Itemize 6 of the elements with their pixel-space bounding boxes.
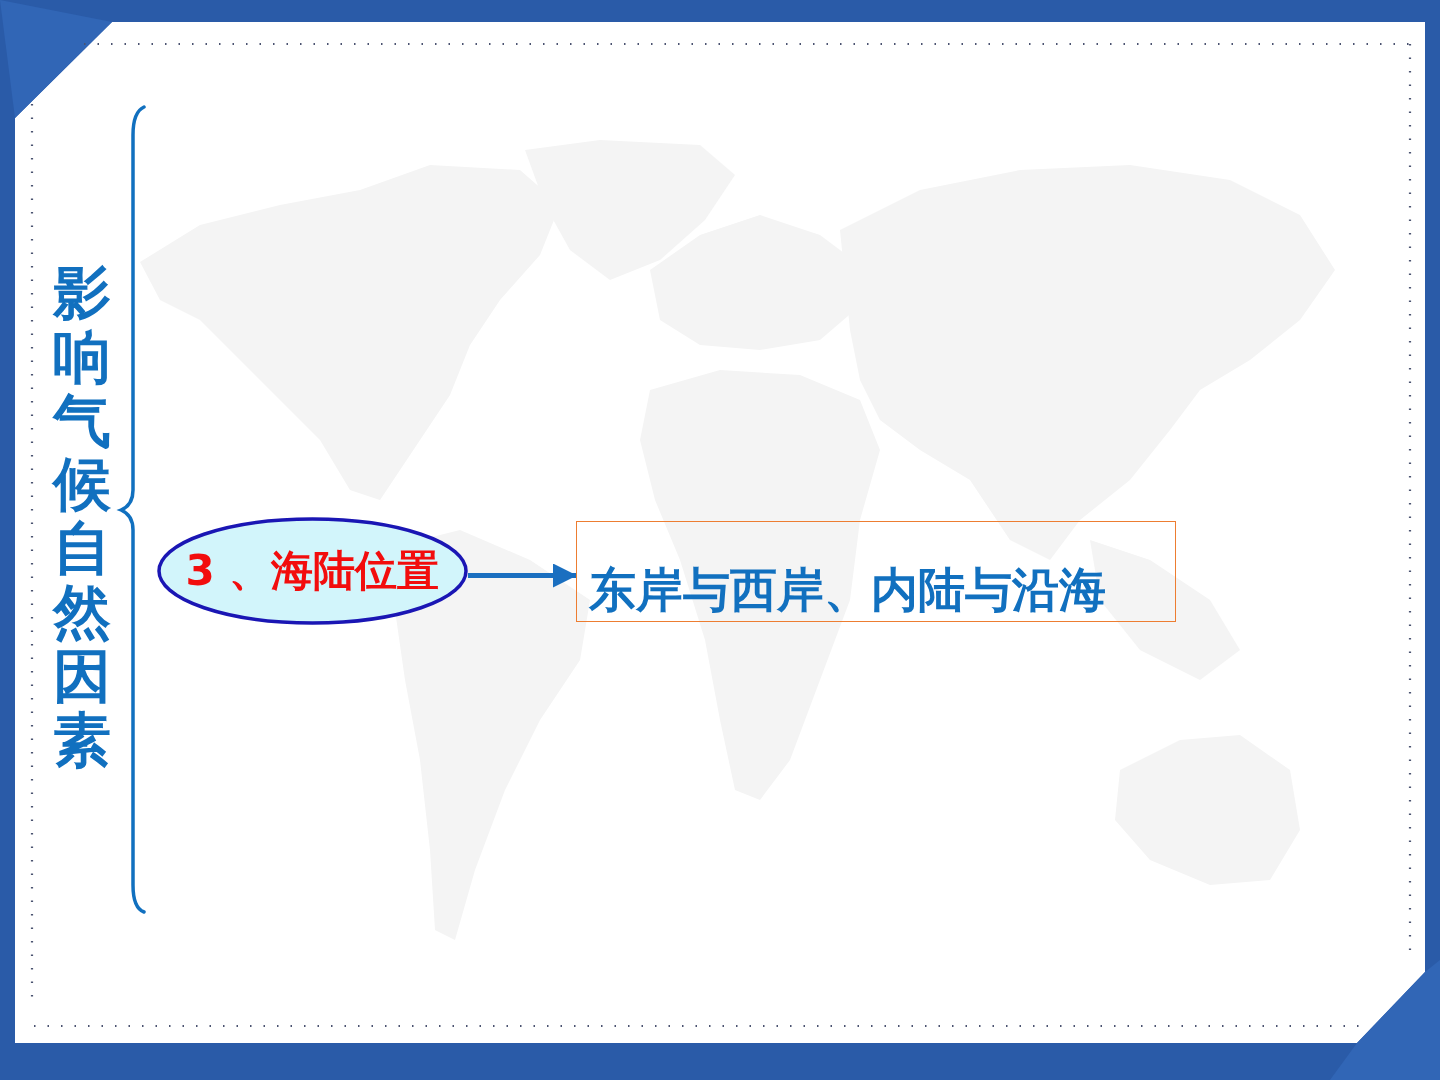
node-label: 3 、海陆位置 (185, 550, 440, 592)
arrow (467, 563, 577, 588)
node-label: 东岸与西岸、内陆与沿海 (589, 566, 1106, 613)
text-box (576, 521, 1176, 622)
vertical-heading: 影响气候自然因素 (53, 262, 111, 773)
ellipse-node (157, 517, 468, 625)
